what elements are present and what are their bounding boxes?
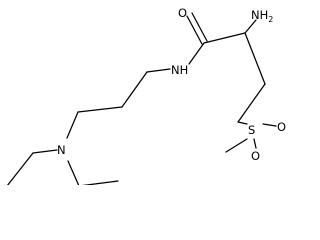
bond-alpha-nh2 (244, 19, 257, 34)
bond-s-o-right (262, 123, 277, 127)
bond-n-ethyl-left-2 (6, 152, 34, 185)
bond-n-ethyl-left-1 (32, 149, 58, 154)
bond-carbonyl-alpha (203, 32, 246, 44)
bond-propyl-1 (121, 71, 148, 108)
bond-alpha-ch2 (244, 32, 266, 85)
bond-carbonyl-double-2 (191, 12, 208, 42)
bond-propyl-2 (77, 106, 123, 113)
bond-nh-ch2 (146, 68, 171, 73)
bond-carbonyl-nh (188, 42, 205, 65)
atom-label-n-tertiary: N (57, 143, 66, 157)
atom-label-nh-amide: NH (171, 63, 188, 77)
bond-s-methyl (225, 138, 248, 153)
bond-ch2-ch2 (237, 83, 266, 123)
bond-n-ethyl-right-2 (81, 180, 119, 185)
bond-carbonyl-double-1 (186, 15, 203, 45)
atom-label-o-carbonyl: O (178, 6, 187, 20)
atom-label-nh2: NH2 (251, 8, 273, 24)
bond-n-ethyl-right-1 (67, 160, 80, 185)
atom-label-nh2-main: NH (251, 8, 268, 22)
bond-s-o-left (253, 138, 257, 149)
atom-label-s-sulfone: S (248, 123, 255, 137)
atom-label-nh2-subscript: 2 (268, 15, 273, 24)
bond-ch2-s (237, 121, 248, 125)
atom-label-o-sulfone-right: O (277, 120, 286, 134)
structure-drawing: O NH2 NH N S O O (6, 6, 286, 185)
bond-propyl-3 (66, 111, 79, 139)
atom-label-o-sulfone-left: O (251, 149, 260, 163)
